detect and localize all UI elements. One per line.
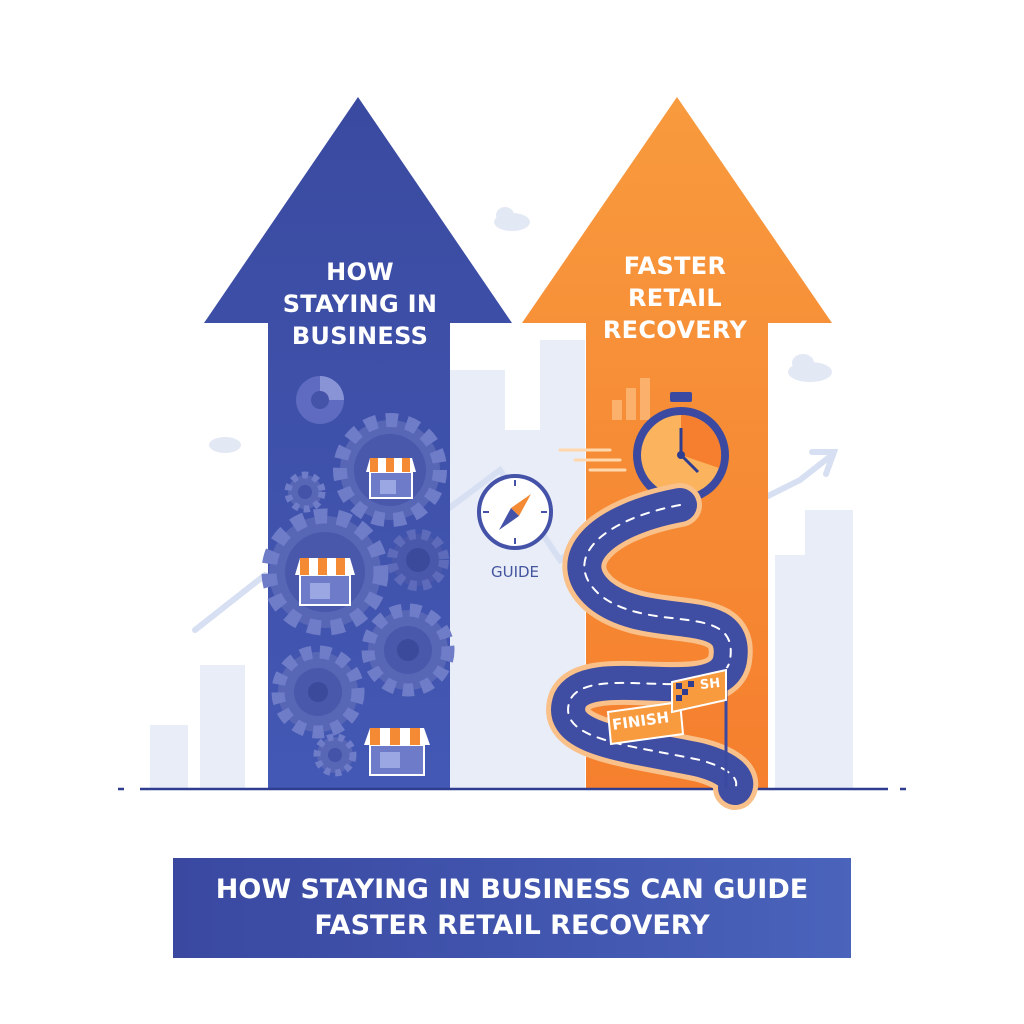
right-arrow-title-line: RETAIL: [628, 284, 722, 312]
flag-label: SH: [699, 675, 721, 694]
title-banner: HOW STAYING IN BUSINESS CAN GUIDE FASTER…: [173, 858, 851, 958]
right-arrow-title: FASTER RETAIL RECOVERY: [560, 250, 790, 346]
speed-lines: [558, 448, 627, 472]
cloud-icon: [209, 207, 832, 453]
left-arrow-title-line: BUSINESS: [291, 322, 429, 350]
left-arrow-title: HOW STAYING IN BUSINESS: [245, 256, 475, 352]
compass-label: GUIDE: [490, 563, 540, 581]
storefront-icon: [366, 458, 416, 499]
storefront-icon: [364, 728, 430, 776]
gear-icon: [361, 603, 455, 697]
gear-icon: [387, 529, 449, 591]
gear-icon: [313, 733, 357, 777]
storefront-icon: [295, 558, 355, 606]
banner-title: HOW STAYING IN BUSINESS CAN GUIDE FASTER…: [216, 872, 808, 944]
stopwatch-icon: [633, 392, 729, 503]
gear-icon: [284, 471, 326, 513]
checkered-flag-icon: [671, 668, 727, 714]
pie-chart-icon: [296, 376, 344, 424]
right-arrow-title-line: RECOVERY: [602, 316, 748, 344]
left-arrow-title-line: STAYING IN: [282, 290, 438, 318]
mini-bar-chart-icon: [612, 378, 650, 420]
compass-icon: [477, 474, 553, 550]
left-arrow-title-line: HOW: [326, 258, 394, 286]
banner-title-line: FASTER RETAIL RECOVERY: [314, 910, 710, 941]
right-arrow-title-line: FASTER: [623, 252, 727, 280]
gear-icon: [271, 645, 365, 739]
banner-title-line: HOW STAYING IN BUSINESS CAN GUIDE: [215, 874, 809, 905]
